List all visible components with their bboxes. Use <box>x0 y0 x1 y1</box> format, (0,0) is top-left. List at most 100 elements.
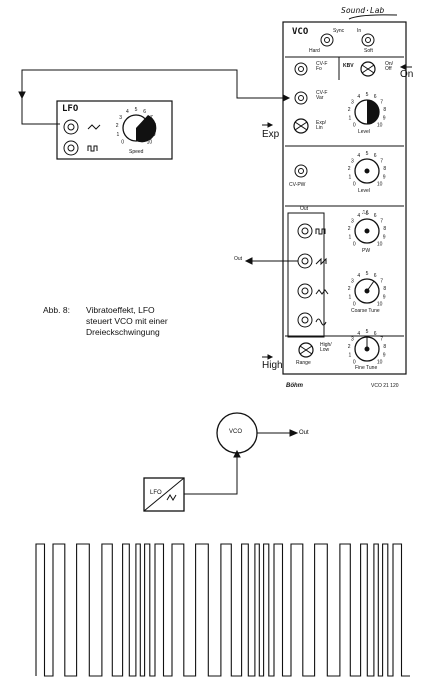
speed-needle <box>136 115 157 143</box>
dial-tick-label: 0 <box>353 123 356 129</box>
dial-tick-label: 4 <box>357 153 360 159</box>
cvfo-jack <box>294 62 308 76</box>
dial-tick-label: 5 <box>366 329 369 335</box>
caption-line-2: steuert VCO mit einer <box>86 316 168 326</box>
out-block-label: Out <box>299 430 309 436</box>
lfo-triangle-jack <box>63 119 79 135</box>
dial-tick-label: 3 <box>351 218 354 224</box>
dial-tick-label: 7 <box>380 158 383 164</box>
dial-tick-label: 0 <box>121 139 124 145</box>
pw-label: PW <box>362 248 371 254</box>
out-triangle-jack <box>297 283 313 299</box>
manufacturer-logo: Böhm <box>286 383 303 389</box>
vco-panel <box>282 21 407 375</box>
dial-tick-label: 7 <box>380 218 383 224</box>
out-jack-group <box>287 212 325 338</box>
dial-tick-label: 9 <box>383 235 386 241</box>
dial-tick-label: 5 <box>135 107 138 113</box>
dial-tick-label: 4 <box>357 94 360 100</box>
dial-tick-label: 0 <box>353 360 356 366</box>
sync-soft-jack <box>361 33 375 47</box>
dial-tick-label: 9 <box>383 116 386 122</box>
sync-label: Sync <box>333 28 345 34</box>
dial-tick-label: 3 <box>351 158 354 164</box>
explin-label: Exp/ Lin <box>316 120 327 131</box>
vco-title: VCO <box>292 27 309 37</box>
dial-tick-label: 6 <box>143 109 146 115</box>
caption-line-3: Dreieckschwingung <box>86 327 160 337</box>
level1-label: Level <box>358 129 370 135</box>
dial-tick-label: 5 <box>366 151 369 157</box>
dial-tick-label: 2 <box>348 226 351 232</box>
dial-tick-label: 1 <box>349 353 352 359</box>
dial-tick-label: 6 <box>374 331 377 337</box>
coarse-tune-label: Coarse Tune <box>351 308 380 314</box>
dial-tick-label: 1 <box>349 175 352 181</box>
dial-tick-label: 0 <box>353 182 356 188</box>
vco-block-label: VCO <box>229 429 243 435</box>
dial-tick-label: 10 <box>377 360 383 366</box>
triangle-wave-icon <box>87 124 101 130</box>
out-group-label: Out <box>300 206 309 212</box>
dial-tick-label: 2 <box>348 166 351 172</box>
brand-swash <box>348 14 398 20</box>
out-wire-label: Out <box>234 256 243 262</box>
lfo-square-jack <box>63 140 79 156</box>
brand-logo: Sound·Lab <box>341 6 385 15</box>
dial-tick-label: 6 <box>374 213 377 219</box>
dial-tick-label: 1 <box>349 116 352 122</box>
dial-tick-label: 10 <box>377 242 383 248</box>
dial-tick-label: 7 <box>380 278 383 284</box>
dial-tick-label: 2 <box>348 344 351 350</box>
cvfvar-label: CV-F Var <box>316 90 328 101</box>
dial-tick-label: 10 <box>147 139 153 145</box>
onoff-label: On/ Off <box>385 61 394 72</box>
lfo-block-label: LFO <box>150 490 162 496</box>
dial-tick-label: 5 <box>366 271 369 277</box>
dial-tick-label: 3 <box>119 115 122 121</box>
dial-tick-label: 9 <box>383 353 386 359</box>
dial-tick-label: 10 <box>377 182 383 188</box>
dial-tick-label: 5 <box>366 92 369 98</box>
dial-tick-label: 0 <box>353 242 356 248</box>
sine-wave-icon <box>315 318 327 326</box>
cvpw-label: CV-PW <box>289 182 306 188</box>
range-label: Range <box>296 360 311 366</box>
pw-top-label: ⎍⎍ <box>362 210 370 216</box>
range-switch <box>298 342 314 358</box>
patch-cable <box>21 69 283 125</box>
dial-tick-label: 5 <box>366 211 369 217</box>
cvfvar-jack <box>294 91 308 105</box>
dial-tick-label: 8 <box>383 107 386 113</box>
dial-tick-label: 4 <box>357 331 360 337</box>
lfo-panel <box>56 100 173 160</box>
dial-tick-label: 2 <box>116 123 119 129</box>
pulse-wave-icon <box>315 228 326 235</box>
dial-tick-label: 1 <box>117 132 120 138</box>
lfo-speed-label: Speed <box>129 149 144 155</box>
dial-tick-label: 4 <box>126 109 129 115</box>
dial-tick-label: 10 <box>377 123 383 129</box>
cvpw-jack <box>294 164 308 178</box>
dial-tick-label: 8 <box>383 286 386 292</box>
out-sine-jack <box>297 312 313 328</box>
dial-tick-label: 2 <box>348 107 351 113</box>
dial-tick-label: 8 <box>383 226 386 232</box>
dial-tick-label: 4 <box>357 273 360 279</box>
model-label: VCO 21 120 <box>371 383 399 389</box>
dial-tick-label: 2 <box>348 286 351 292</box>
dial-tick-label: 9 <box>383 295 386 301</box>
sawtooth-wave-icon <box>315 257 327 266</box>
highlow-label: High/ Low <box>320 342 332 353</box>
dial-tick-label: 3 <box>351 336 354 342</box>
dial-tick-label: 7 <box>380 336 383 342</box>
lfo-to-vco-line <box>184 453 238 495</box>
dial-tick-label: 9 <box>383 175 386 181</box>
dial-tick-label: 9 <box>153 132 156 138</box>
sync-hard-jack <box>320 33 334 47</box>
dial-tick-label: 1 <box>349 235 352 241</box>
caption-label: Abb. 8: <box>43 305 70 315</box>
cable-arrow-down <box>18 91 26 100</box>
dial-tick-label: 8 <box>383 166 386 172</box>
